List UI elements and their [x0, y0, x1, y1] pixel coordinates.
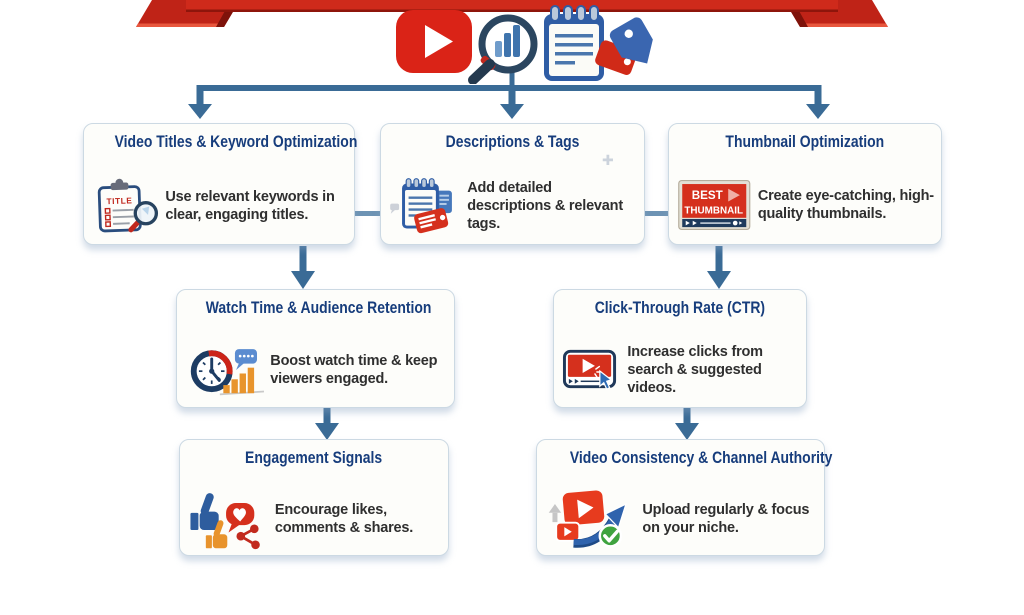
connector-stub: [509, 64, 515, 90]
cursor-icon: [599, 369, 613, 390]
card-description: Add detailed descriptions & relevant tag…: [467, 179, 623, 233]
arrow-to-watch-time: [291, 271, 315, 289]
tags-icon: [595, 17, 653, 75]
check-circle-icon: [598, 523, 623, 548]
card-video-titles: Video Titles & Keyword Optimization TITL…: [83, 123, 358, 245]
card-description: Create eye-catching, high-quality thumbn…: [757, 187, 934, 222]
clock-growth-chart-icon: [190, 349, 265, 396]
thumbnail-text-thumbnail: THUMBNAIL: [684, 206, 743, 217]
thumbnail-text-best: BEST: [692, 189, 723, 202]
ribbon-band: [186, 0, 838, 11]
card-title: Thumbnail Optimization: [725, 132, 885, 151]
card-engagement-signals: Engagement Signals: [179, 439, 449, 556]
video-play-small-icon: [555, 521, 581, 542]
header-icon-cluster: [396, 5, 653, 84]
comment-bubble-icon: [390, 203, 400, 214]
youtube-play-icon: [396, 10, 472, 73]
card-descriptions-tags: Descriptions & Tags: [380, 123, 645, 245]
card-title: Watch Time & Audience Retention: [205, 298, 432, 317]
share-icon: [236, 524, 260, 550]
upload-arrow-icon: [548, 504, 562, 523]
thumbs-up-orange-icon: [205, 520, 228, 549]
card-description: Use relevant keywords in clear, engaging…: [165, 188, 335, 223]
magnifier-lens: [133, 201, 159, 226]
video-click-cursor-icon: [562, 349, 617, 390]
notepad-red-tag-icon: [390, 178, 452, 234]
card-description: Boost watch time & keep viewers engaged.: [270, 352, 438, 387]
thumbs-up-icon: [190, 493, 219, 531]
card-title: Video Consistency & Channel Authority: [569, 448, 833, 467]
arrow-to-consistency: [675, 423, 699, 440]
arrow-to-titles: [188, 104, 212, 119]
arrow-to-descriptions: [500, 104, 524, 119]
arrow-to-ctr: [707, 271, 731, 289]
card-description: Encourage likes, comments & shares.: [274, 501, 414, 536]
connector-row1-left: [353, 211, 380, 216]
card-ctr: Click-Through Rate (CTR) Increase cl: [553, 289, 807, 408]
decorative-plus: ✚: [602, 152, 614, 168]
red-tag-icon: [414, 208, 449, 234]
upload-growth-check-icon: [548, 490, 627, 548]
magnifier-handle: [128, 219, 142, 233]
arrow-to-thumbnail: [806, 104, 830, 119]
search-analytics-icon: [468, 14, 538, 84]
ribbon-banner: [136, 0, 888, 27]
arrow-to-engagement: [315, 423, 339, 440]
card-description: Upload regularly & focus on your niche.: [642, 501, 810, 536]
card-watch-time: Watch Time & Audience Retention: [176, 289, 455, 408]
connector-row1-right: [643, 211, 668, 216]
video-play-icon: [562, 490, 605, 526]
card-title: Video Titles & Keyword Optimization: [114, 132, 358, 151]
clipboard-title-search-icon: TITLE: [97, 178, 159, 233]
card-thumbnail-optimization: Thumbnail Optimization BEST THUMBNAIL Cr…: [668, 123, 942, 245]
card-title: Click-Through Rate (CTR): [594, 298, 766, 317]
heart-comment-icon: [226, 503, 255, 533]
card-description: Increase clicks from search & suggested …: [627, 343, 763, 397]
card-title: Descriptions & Tags: [445, 132, 580, 151]
likes-comments-shares-icon: [190, 493, 260, 550]
card-title: Engagement Signals: [245, 448, 383, 467]
clipboard-label: TITLE: [106, 195, 132, 206]
speech-bubble-icon: [234, 349, 258, 370]
notepad-icon: [544, 5, 604, 81]
bar-chart-icon: [223, 367, 255, 394]
best-thumbnail-player-icon: BEST THUMBNAIL: [678, 179, 751, 231]
card-consistency-authority: Video Consistency & Channel Authority: [536, 439, 833, 556]
